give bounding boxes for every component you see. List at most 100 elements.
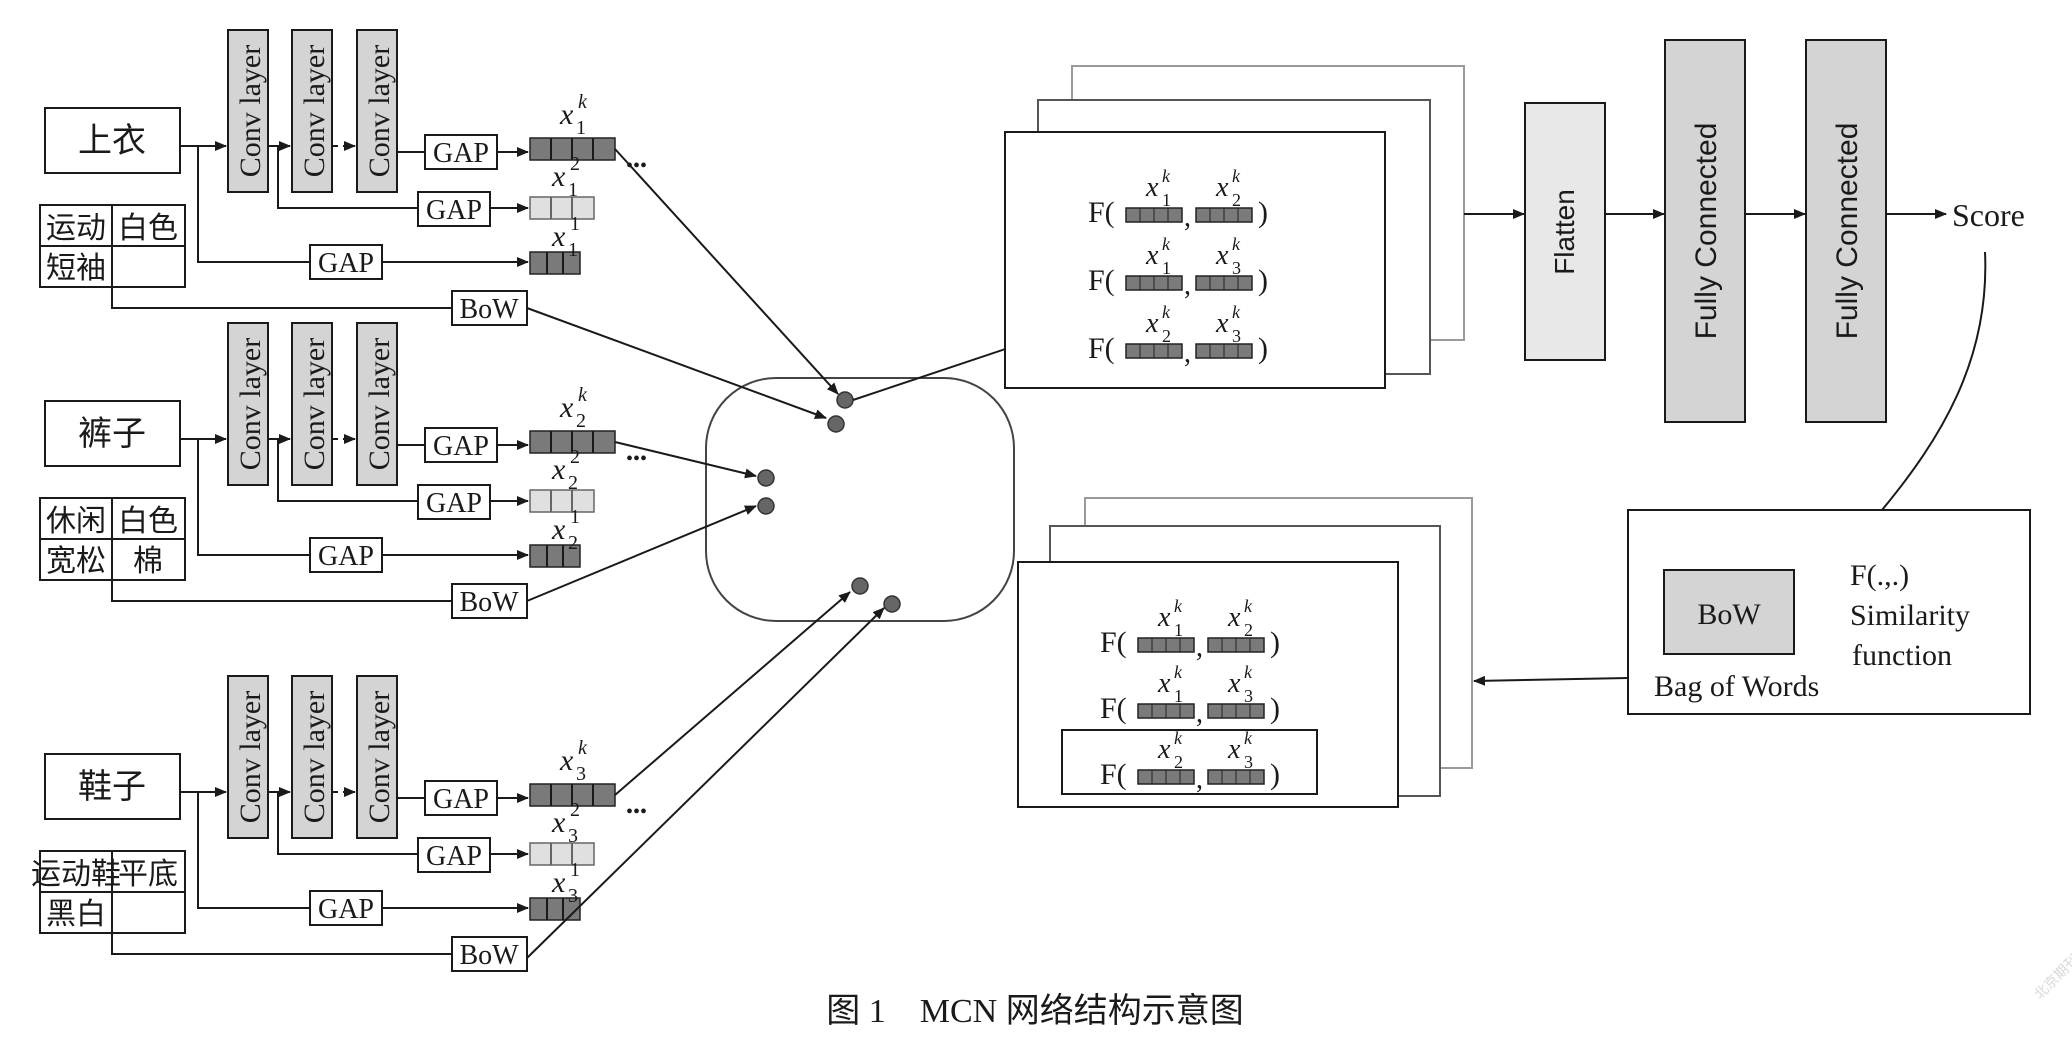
node-dot bbox=[757, 469, 775, 487]
gap-label: GAP bbox=[318, 541, 374, 572]
node-dot bbox=[836, 391, 854, 409]
node-dot bbox=[883, 595, 901, 613]
attr-label: 休闲 bbox=[46, 505, 106, 538]
item-label: 上衣 bbox=[78, 122, 146, 160]
feature-sub: 3 bbox=[568, 825, 578, 847]
pair-sup: k bbox=[1174, 662, 1183, 682]
feature-symbol: x bbox=[559, 391, 574, 424]
pair-comma: , bbox=[1184, 202, 1191, 233]
gap-label: GAP bbox=[433, 784, 489, 815]
conv-layers: Conv layer Conv layer Conv layer bbox=[227, 29, 398, 193]
attr-label: 棉 bbox=[133, 545, 163, 578]
branch-1: 上衣 运动 白色 短袖 Conv layer Conv layer Conv l… bbox=[39, 29, 647, 326]
pair-x-symbol: x bbox=[1227, 668, 1241, 699]
gap-label: GAP bbox=[318, 894, 374, 925]
pair-x-symbol: x bbox=[1157, 602, 1171, 633]
pair-sub: 1 bbox=[1162, 190, 1171, 210]
attr-label: 白色 bbox=[118, 505, 178, 538]
feature-sup: 1 bbox=[570, 213, 580, 235]
item-box bbox=[44, 400, 181, 467]
feature-symbol: x bbox=[559, 744, 574, 777]
pair-sup: k bbox=[1162, 234, 1171, 254]
pair-f-label: F( bbox=[1100, 692, 1127, 725]
gap-label: GAP bbox=[426, 488, 482, 519]
feature-symbol: x bbox=[551, 806, 566, 839]
pair-close: ) bbox=[1258, 264, 1268, 297]
conv-layers: Conv layer Conv layer Conv layer bbox=[227, 322, 398, 486]
conv-label: Conv layer bbox=[363, 45, 396, 177]
feature-sub: 3 bbox=[568, 885, 578, 907]
pair-close: ) bbox=[1270, 626, 1280, 659]
ellipsis: ••• bbox=[626, 448, 647, 470]
gap-label: GAP bbox=[433, 431, 489, 462]
pair-sub: 3 bbox=[1244, 686, 1253, 706]
node-dot bbox=[757, 497, 775, 515]
attr-label: 白色 bbox=[118, 212, 178, 245]
pair-f-label: F( bbox=[1088, 332, 1115, 365]
pair-sub: 1 bbox=[1162, 258, 1171, 278]
fc-label: Fully Connected bbox=[1690, 123, 1723, 340]
pair-x-symbol: x bbox=[1145, 172, 1159, 203]
feature-sup: k bbox=[578, 384, 588, 406]
feature-sup: k bbox=[578, 737, 588, 759]
score-label: Score bbox=[1952, 197, 2025, 233]
pair-x-symbol: x bbox=[1145, 308, 1159, 339]
feature-vector-k bbox=[529, 137, 616, 161]
node-dot bbox=[827, 415, 845, 433]
branch-3: 鞋子 运动鞋 平底 黑白 Conv layer Conv layer Conv … bbox=[31, 675, 647, 972]
gap-label: GAP bbox=[318, 248, 374, 279]
pair-sup: k bbox=[1232, 166, 1241, 186]
pair-sub: 3 bbox=[1232, 258, 1241, 278]
gap-label: GAP bbox=[426, 841, 482, 872]
pair-close: ) bbox=[1258, 196, 1268, 229]
pair-sub: 2 bbox=[1232, 190, 1241, 210]
sim-f-label: F(.,.) bbox=[1850, 559, 1909, 592]
feature-vector-2 bbox=[529, 196, 595, 220]
feature-sup: 2 bbox=[570, 153, 580, 175]
attribute-table: 运动 白色 短袖 bbox=[39, 204, 186, 288]
feature-sup: 2 bbox=[570, 446, 580, 468]
attr-label: 黑白 bbox=[46, 898, 106, 931]
feature-vector-1 bbox=[529, 544, 581, 568]
pair-sup: k bbox=[1174, 728, 1183, 748]
pair-comma: , bbox=[1196, 698, 1203, 729]
ellipsis: ••• bbox=[626, 155, 647, 177]
attr-label: 运动鞋 bbox=[31, 858, 121, 891]
feature-sub: 1 bbox=[568, 239, 578, 261]
ellipsis: ••• bbox=[626, 801, 647, 823]
pair-comma: , bbox=[1196, 632, 1203, 663]
similarity-matrix-top bbox=[1004, 131, 1386, 389]
attribute-table: 运动鞋 平底 黑白 bbox=[31, 850, 186, 934]
feature-symbol: x bbox=[551, 220, 566, 253]
pair-f-label: F( bbox=[1088, 196, 1115, 229]
feature-symbol: x bbox=[559, 98, 574, 131]
pair-sup: k bbox=[1162, 166, 1171, 186]
pair-f-label: F( bbox=[1100, 626, 1127, 659]
feature-sub: 1 bbox=[568, 179, 578, 201]
flatten-layer bbox=[1524, 102, 1606, 361]
attribute-table: 休闲 白色 宽松 棉 bbox=[39, 497, 186, 581]
pair-sub: 2 bbox=[1162, 326, 1171, 346]
feature-symbol: x bbox=[551, 453, 566, 486]
pair-sub: 1 bbox=[1174, 686, 1183, 706]
pair-sup: k bbox=[1244, 662, 1253, 682]
flatten-label: Flatten bbox=[1549, 189, 1580, 275]
pair-close: ) bbox=[1258, 332, 1268, 365]
bow-label: BoW bbox=[459, 587, 519, 618]
feature-sub: 2 bbox=[576, 410, 586, 432]
bag-of-words-label: Bag of Words bbox=[1654, 670, 1819, 703]
pair-sup: k bbox=[1232, 234, 1241, 254]
pair-sup: k bbox=[1232, 302, 1241, 322]
conv-label: Conv layer bbox=[298, 691, 331, 823]
feature-vector-2 bbox=[529, 842, 595, 866]
pair-sup: k bbox=[1174, 596, 1183, 616]
conv-label: Conv layer bbox=[234, 338, 267, 470]
feature-sup: 1 bbox=[570, 859, 580, 881]
conv-label: Conv layer bbox=[298, 45, 331, 177]
pair-close: ) bbox=[1270, 692, 1280, 725]
